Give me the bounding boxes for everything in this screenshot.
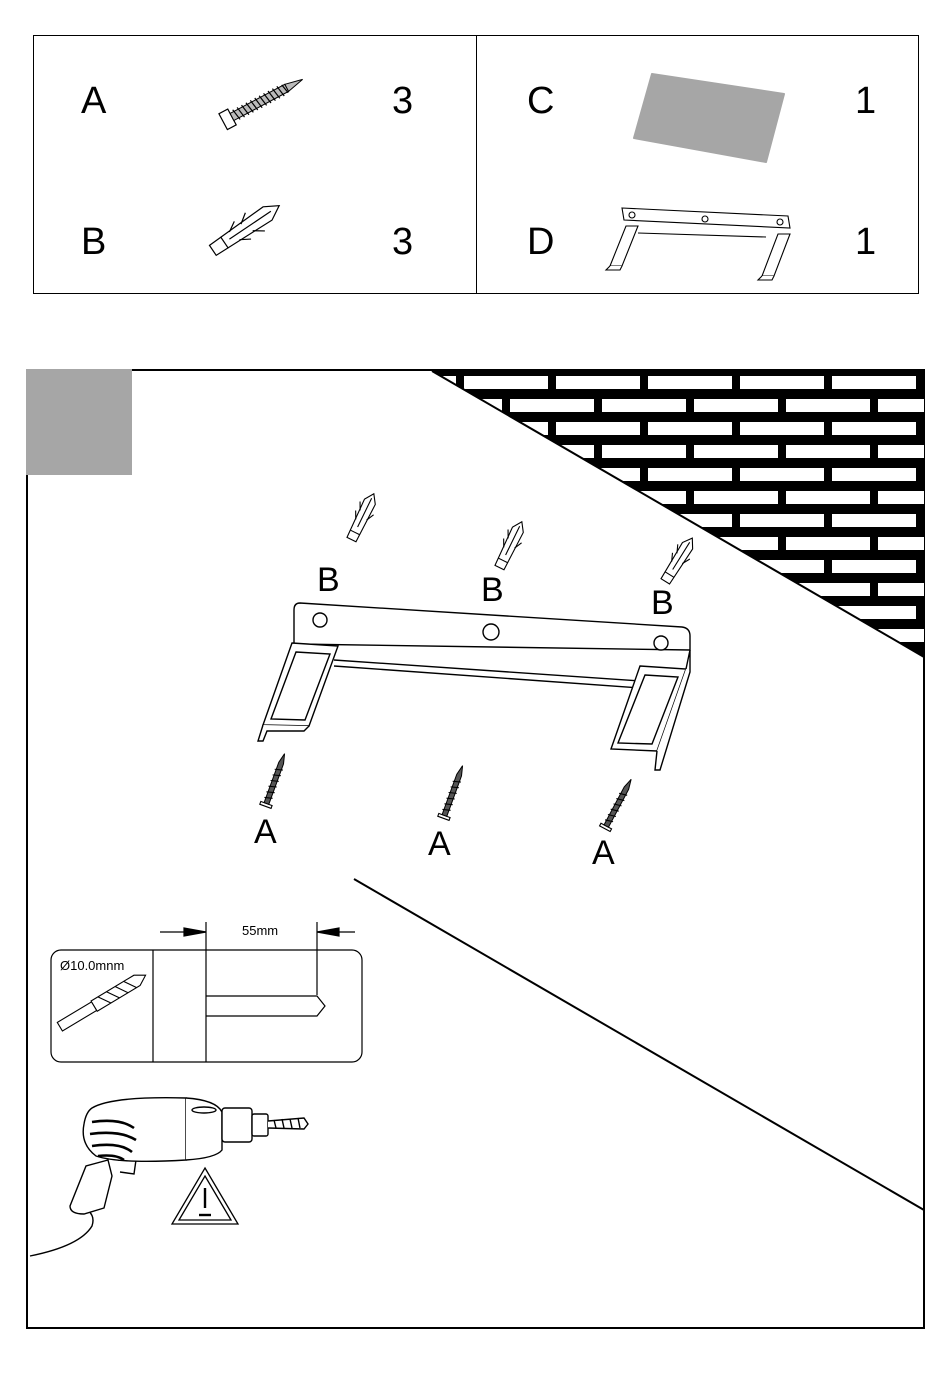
bracket-drawing <box>258 603 690 770</box>
screw-icon <box>438 764 468 821</box>
drill-depth-label: 55mm <box>242 923 278 938</box>
screw-icon <box>600 776 637 831</box>
wall-plug-icon <box>343 490 382 544</box>
screw-label: A <box>428 827 451 861</box>
warning-triangle-icon <box>172 1168 238 1224</box>
screw-icon <box>260 752 290 809</box>
power-drill-icon <box>30 1098 308 1256</box>
plug-label: B <box>481 573 504 607</box>
drilling-detail <box>51 922 362 1062</box>
wall-edge-line <box>354 879 924 1210</box>
drill-bit-size: Ø10.0mnm <box>60 958 124 973</box>
plug-label: B <box>651 586 674 620</box>
wall-plug-icon <box>491 518 530 572</box>
screw-label: A <box>254 815 277 849</box>
plug-label: B <box>317 563 340 597</box>
wall-plug-icon <box>658 533 700 586</box>
screw-label: A <box>592 836 615 870</box>
